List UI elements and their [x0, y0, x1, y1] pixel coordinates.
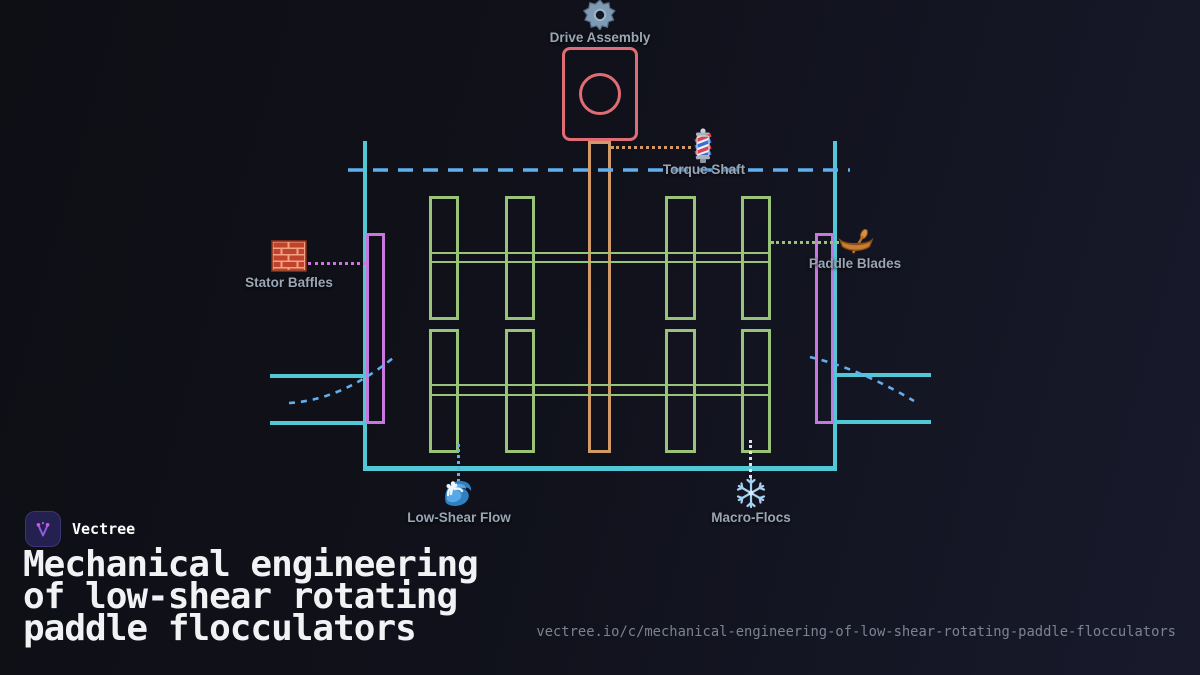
page-title: Mechanical engineering of low-shear rota…	[23, 544, 479, 649]
drive-assembly-motor	[579, 73, 621, 115]
connector-stator-baffles	[308, 262, 366, 265]
page-title-line: of low-shear rotating	[23, 576, 458, 617]
page-title-line: paddle flocculators	[23, 608, 417, 649]
snowflake-icon	[736, 477, 766, 509]
vectree-logo	[25, 511, 61, 547]
inlet-pipe-top	[270, 374, 364, 378]
flocculator-tank	[363, 141, 837, 471]
paddle-blade	[505, 329, 535, 453]
stator-baffle-left	[366, 233, 385, 424]
page-title-line: Mechanical engineering	[23, 544, 479, 585]
paddle-blade	[665, 329, 696, 453]
paddle-blade	[505, 196, 535, 320]
macro-flocs-label: Macro-Flocs	[711, 510, 791, 525]
stator-baffle-right	[815, 233, 834, 424]
paddle-arm-upper	[429, 252, 771, 263]
torque-shaft	[588, 141, 611, 453]
connector-torque-shaft	[611, 146, 691, 149]
low-shear-flow-label: Low-Shear Flow	[407, 510, 511, 525]
paddle-blade	[741, 329, 771, 453]
paddle-blade	[741, 196, 771, 320]
barber-pole-icon	[694, 128, 712, 163]
paddle-blade	[429, 329, 459, 453]
flow-curve-left	[288, 356, 394, 405]
brick-icon	[271, 240, 307, 272]
gear-icon	[583, 0, 616, 30]
paddle-blade	[429, 196, 459, 320]
paddle-blade	[665, 196, 696, 320]
torque-shaft-label: Torque Shaft	[662, 162, 746, 177]
connector-paddle-blades	[771, 241, 839, 244]
brand-name: Vectree	[72, 520, 136, 538]
brand-row: Vectree	[25, 511, 136, 547]
wave-icon	[445, 480, 472, 506]
stator-baffles-label: Stator Baffles	[245, 275, 333, 290]
water-surface-line	[348, 168, 850, 172]
paddle-blades-label: Paddle Blades	[808, 256, 902, 271]
drive-assembly-housing	[562, 47, 638, 141]
outlet-pipe-top	[837, 373, 931, 377]
paddle-arm-lower	[429, 384, 771, 396]
connector-macro-flocs	[749, 440, 752, 478]
flow-curve-right	[809, 355, 915, 403]
outlet-pipe-bottom	[837, 420, 931, 424]
vectree-logo-glyph	[36, 521, 50, 537]
canoe-icon	[838, 229, 874, 254]
inlet-pipe-bottom	[270, 421, 364, 425]
connector-low-shear-flow	[457, 444, 460, 482]
page-url: vectree.io/c/mechanical-engineering-of-l…	[536, 624, 1176, 640]
drive-assembly-label: Drive Assembly	[549, 30, 651, 45]
